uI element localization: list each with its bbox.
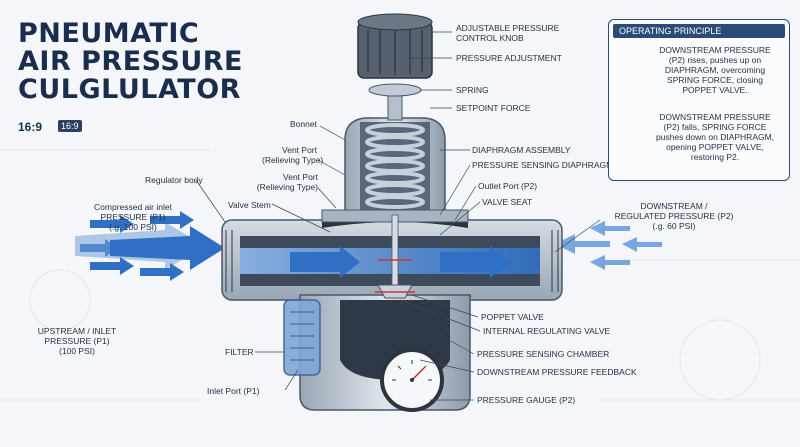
label-upstream-pressure: UPSTREAM / INLET PRESSURE (P1) (100 PSI) (37, 326, 117, 356)
operating-principle-panel: OPERATING PRINCIPLE DOWNSTREAM PRESSURE … (608, 19, 790, 181)
principle-fall-text: DOWNSTREAM PRESSURE (P2) falls, SPRING F… (655, 112, 775, 162)
panel-heading: OPERATING PRINCIPLE (613, 24, 785, 38)
label-adjustable-knob: ADJUSTABLE PRESSURE CONTROL KNOB (456, 23, 560, 43)
label-diaphragm-assembly: DIAPHRAGM ASSEMBLY (472, 145, 571, 155)
label-internal-valve: INTERNAL REGULATING VALVE (483, 326, 611, 336)
outlet-flow-arrows (555, 221, 662, 270)
label-setpoint-force: SETPOINT FORCE (456, 103, 531, 113)
label-vent-port-1: Vent Port (Relieving Type) (262, 145, 324, 165)
label-pressure-gauge: PRESSURE GAUGE (P2) (477, 395, 576, 405)
title-line-2: AIR PRESSURE (18, 46, 243, 77)
filter-bowl (283, 299, 321, 376)
aspect-ratio-text: 16:9 (18, 120, 43, 134)
label-vent-port-2: Vent Port (Relieving Type) (256, 172, 318, 192)
spring-seat (368, 83, 422, 97)
page-title: PNEUMATIC AIR PRESSURE CULGLULATOR (18, 20, 243, 104)
label-bonnet: Bonnet (290, 119, 317, 129)
label-valve-stem: Valve Stem (228, 200, 271, 210)
label-regulator-body: Regulator body (145, 175, 203, 185)
aspect-ratio-badge: 16:9 (58, 120, 82, 132)
label-inlet-pressure: Compressed air inlet PRESSURE (P1) (.g. … (94, 202, 172, 232)
label-valve-seat: VALVE SEAT (482, 197, 533, 207)
principle-rise-text: DOWNSTREAM PRESSURE (P2) rises, pushes u… (659, 45, 771, 95)
label-poppet-valve: POPPET VALVE (481, 312, 544, 322)
label-spring: SPRING (456, 85, 489, 95)
spring (365, 123, 425, 209)
label-feedback: DOWNSTREAM PRESSURE FEEDBACK (477, 367, 637, 377)
valve-stem (391, 214, 399, 296)
label-sensing-chamber: PRESSURE SENSING CHAMBER (477, 349, 610, 359)
label-sensing-diaphragm: PRESSURE SENSING DIAPHRAGM (472, 160, 614, 170)
label-downstream-pressure: DOWNSTREAM / REGULATED PRESSURE (P2) (.g… (614, 201, 734, 231)
label-outlet-port: Outlet Port (P2) (478, 181, 538, 191)
label-pressure-adjustment: PRESSURE ADJUSTMENT (456, 53, 562, 63)
label-filter: FILTER (225, 347, 254, 357)
title-line-1: PNEUMATIC (18, 18, 200, 49)
inlet-flow-arrows (75, 211, 225, 281)
label-inlet-port: Inlet Port (P1) (207, 386, 260, 396)
title-line-3: CULGLULATOR (18, 74, 241, 105)
